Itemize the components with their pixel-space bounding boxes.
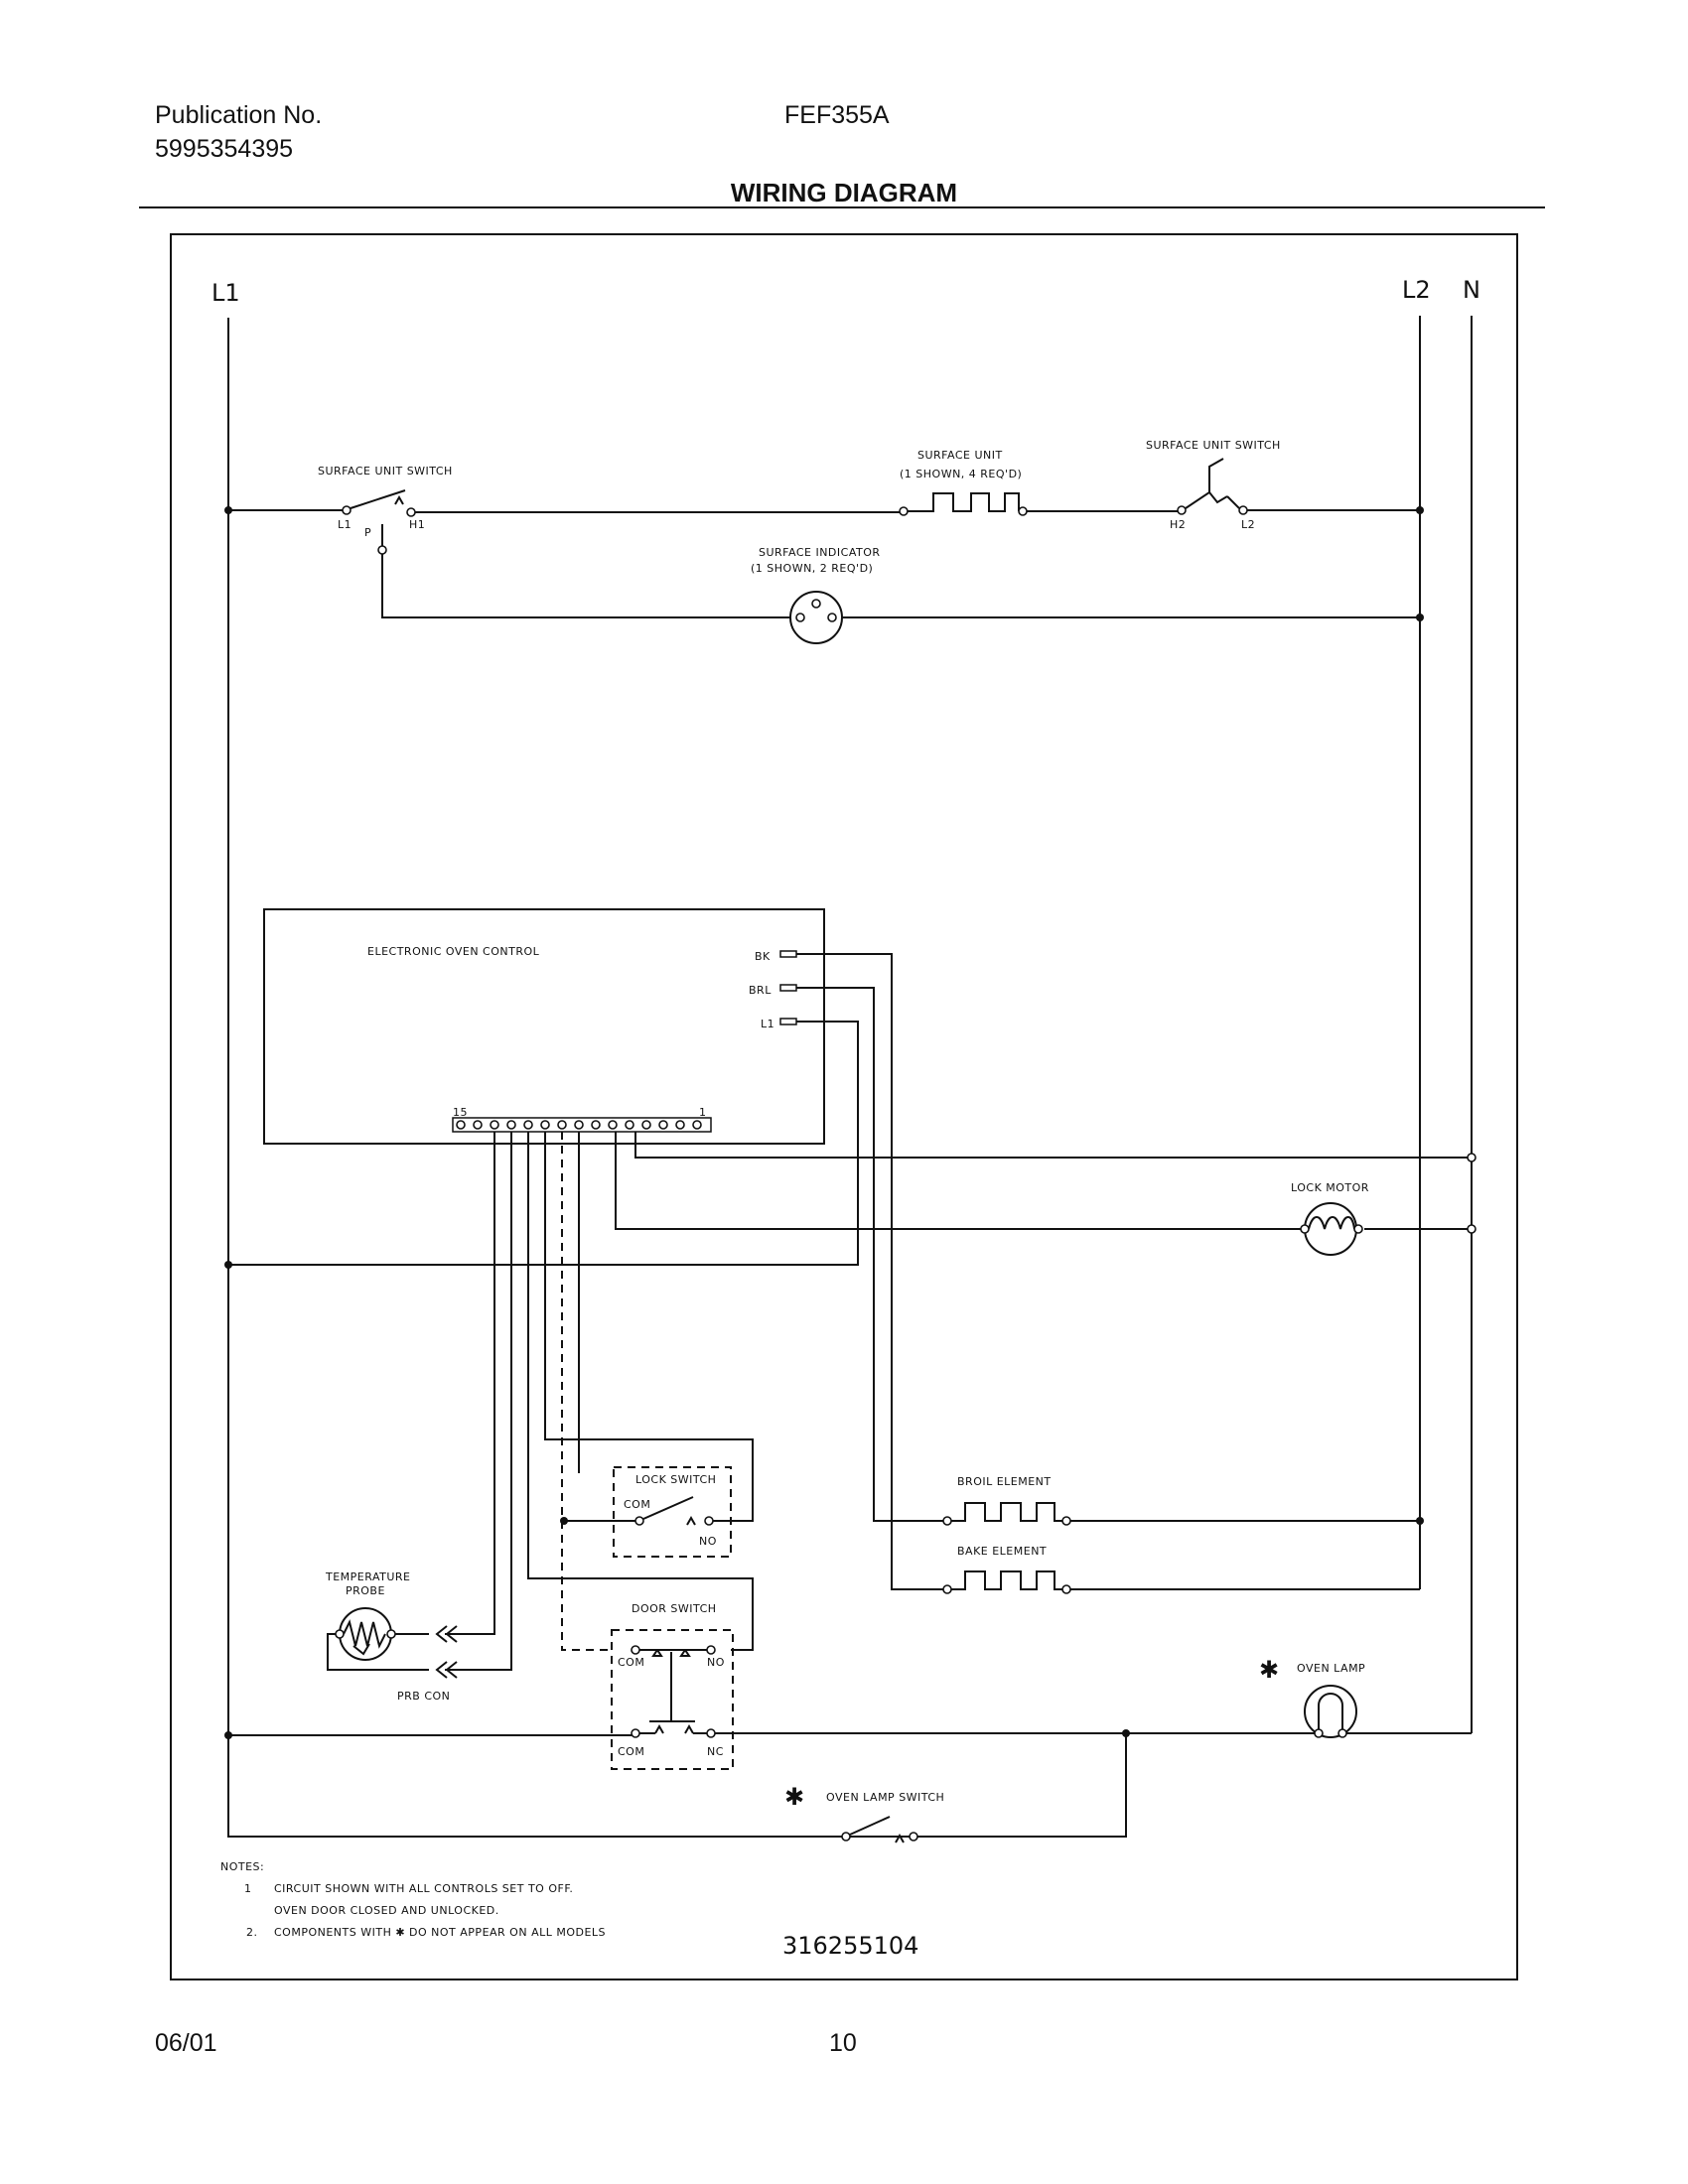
svg-text:H1: H1 (409, 518, 425, 531)
svg-text:2.: 2. (246, 1926, 258, 1939)
connector-pins (456, 1120, 702, 1130)
broil-element (951, 1502, 1062, 1522)
control-connector (452, 1117, 712, 1133)
svg-text:COM: COM (618, 1656, 644, 1669)
bake-element (951, 1570, 1062, 1590)
svg-text:L1: L1 (761, 1018, 774, 1030)
note-1-continued: OVEN DOOR CLOSED AND UNLOCKED. (274, 1904, 499, 1917)
model-number: FEF355A (784, 101, 890, 129)
surface-indicator-qty: (1 SHOWN, 2 REQ'D) (751, 562, 873, 575)
lock-motor (1304, 1202, 1357, 1256)
l1-wire (228, 1021, 859, 1266)
surface-indicator-label: SURFACE INDICATOR (759, 546, 881, 559)
page-title: WIRING DIAGRAM (730, 178, 958, 207)
electronic-oven-control-label: ELECTRONIC OVEN CONTROL (367, 945, 540, 958)
svg-text:COM: COM (624, 1498, 650, 1511)
probe-connector (435, 1625, 458, 1679)
broil-element-label: BROIL ELEMENT (957, 1475, 1052, 1488)
electronic-oven-control-box (263, 908, 825, 1145)
brl-wire (796, 987, 945, 1522)
door-switch-box (611, 1629, 734, 1770)
surface-unit-switch-right-label: SURFACE UNIT SWITCH (1146, 439, 1281, 452)
oven-lamp-switch-asterisk: ✱ (784, 1783, 804, 1811)
oven-lamp-switch-label: OVEN LAMP SWITCH (826, 1791, 944, 1804)
note-1: CIRCUIT SHOWN WITH ALL CONTROLS SET TO O… (274, 1882, 573, 1895)
diagram-part-number: 316255104 (782, 1932, 918, 1960)
svg-text:L2: L2 (1241, 518, 1255, 531)
l2-label: L2 (1402, 276, 1431, 304)
temperature-probe-label-2: PROBE (346, 1584, 385, 1597)
svg-text:1: 1 (699, 1106, 707, 1119)
surface-unit-label: SURFACE UNIT (917, 449, 1003, 462)
footer-date: 06/01 (155, 2029, 217, 2057)
svg-text:15: 15 (453, 1106, 468, 1119)
publication-label: Publication No. (155, 101, 323, 129)
svg-text:1: 1 (244, 1882, 252, 1895)
surface-switch-right-blade (1185, 458, 1240, 509)
bk-wire (796, 953, 943, 1590)
diagram-frame (170, 233, 1518, 1980)
oven-lamp-label: OVEN LAMP (1297, 1662, 1365, 1675)
surface-switch-left-blade (350, 489, 406, 509)
temperature-probe-label: TEMPERATURE (325, 1570, 410, 1583)
svg-text:NC: NC (707, 1745, 724, 1758)
surface-unit-switch-left-label: SURFACE UNIT SWITCH (318, 465, 453, 478)
prb-con-label: PRB CON (397, 1690, 450, 1703)
surface-unit-element (908, 492, 1020, 512)
l1-label: L1 (211, 279, 240, 307)
svg-text:BK: BK (755, 950, 771, 963)
svg-text:H2: H2 (1170, 518, 1186, 531)
n-label: N (1463, 276, 1480, 304)
door-switch-label: DOOR SWITCH (632, 1602, 717, 1615)
bake-element-label: BAKE ELEMENT (957, 1545, 1047, 1558)
notes-title: NOTES: (220, 1860, 264, 1873)
lock-switch-label: LOCK SWITCH (635, 1473, 716, 1486)
publication-number: 5995354395 (155, 135, 294, 163)
note-2: COMPONENTS WITH ✱ DO NOT APPEAR ON ALL M… (274, 1926, 606, 1939)
oven-lamp-asterisk: ✱ (1259, 1656, 1279, 1684)
page-number: 10 (829, 2029, 857, 2057)
svg-text:NO: NO (699, 1535, 717, 1548)
oven-lamp-switch-blade (849, 1816, 891, 1836)
svg-text:P: P (364, 526, 371, 539)
lock-switch-box (613, 1466, 732, 1558)
svg-text:NO: NO (707, 1656, 725, 1669)
surface-unit-qty: (1 SHOWN, 4 REQ'D) (900, 468, 1022, 480)
title-rule (139, 206, 1545, 208)
svg-text:L1: L1 (338, 518, 352, 531)
svg-text:BRL: BRL (749, 984, 772, 997)
lock-motor-label: LOCK MOTOR (1291, 1181, 1369, 1194)
svg-text:COM: COM (618, 1745, 644, 1758)
lock-switch-blade (642, 1496, 694, 1520)
